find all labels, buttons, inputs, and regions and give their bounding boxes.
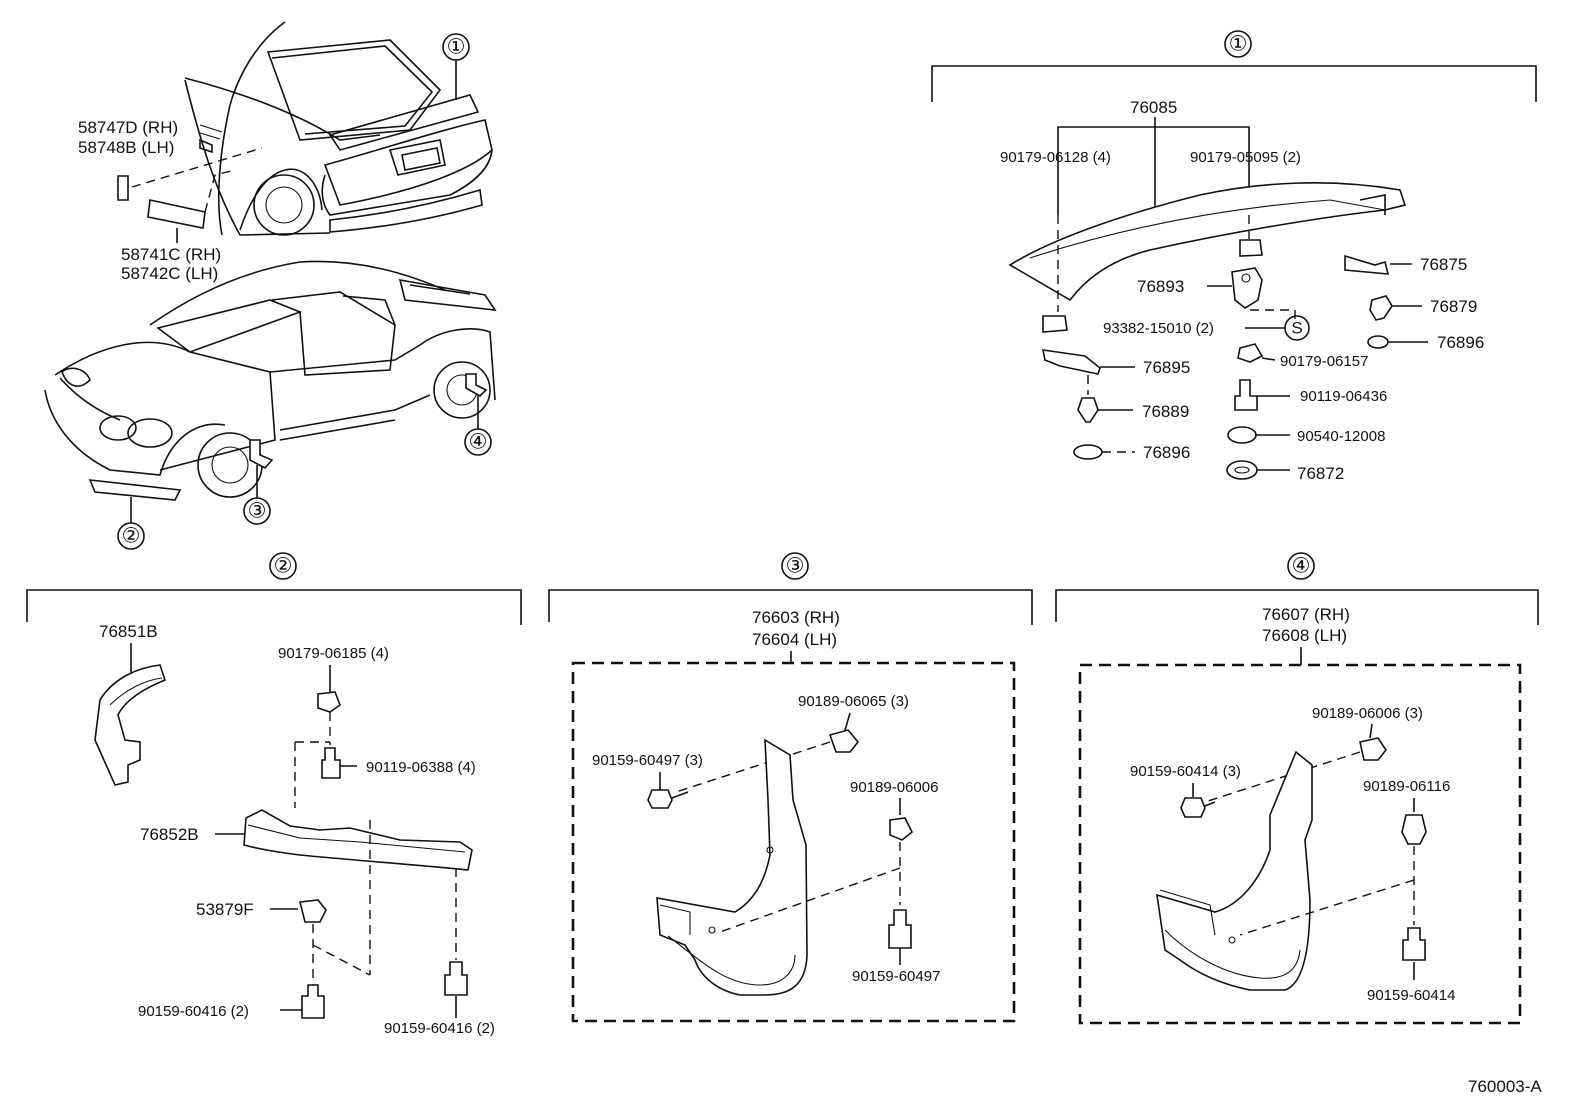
part-76896-washer-a — [1367, 335, 1389, 349]
label-58741c: 58741C (RH) — [121, 245, 221, 264]
part-90159-60416-b — [444, 961, 468, 996]
callout-2-overview: ② — [117, 497, 145, 550]
section-2-header: ② — [26, 552, 522, 625]
label-76085: 76085 — [1130, 98, 1177, 117]
label-53879f: 53879F — [196, 900, 254, 919]
label-90159-60414-a: 90159-60414 (3) — [1130, 763, 1241, 780]
label-76851b: 76851B — [99, 622, 158, 641]
svg-text:②: ② — [122, 525, 141, 548]
part-76872 — [1226, 460, 1258, 480]
spoiler-body-part — [1008, 182, 1407, 302]
part-90179-06157 — [1237, 343, 1264, 363]
callout-1-overview: ① — [442, 33, 470, 100]
label-90189-06116: 90189-06116 — [1363, 778, 1450, 795]
part-90159-60414-a — [1180, 797, 1206, 818]
label-76604: 76604 (LH) — [752, 630, 837, 649]
label-76852b: 76852B — [140, 825, 199, 844]
reflector-part — [147, 199, 206, 229]
label-76608: 76608 (LH) — [1262, 626, 1347, 645]
part-90189-06006-b — [1359, 737, 1387, 761]
section-3-header: ③ — [548, 552, 1033, 625]
label-93382-15010: 93382-15010 (2) — [1103, 320, 1214, 337]
part-76893 — [1231, 267, 1263, 309]
front-car-view — [44, 260, 497, 501]
label-90159-60497-a: 90159-60497 (3) — [592, 752, 703, 769]
svg-text:③: ③ — [786, 555, 805, 578]
label-76896-b: 76896 — [1143, 443, 1190, 462]
label-90159-60416-b: 90159-60416 (2) — [384, 1020, 495, 1037]
part-76879 — [1369, 295, 1393, 321]
part-76875 — [1344, 254, 1390, 275]
part-rear-mudguard — [1156, 750, 1313, 991]
svg-text:③: ③ — [248, 500, 267, 523]
svg-text:①: ① — [447, 36, 466, 59]
part-76852b — [243, 809, 473, 871]
box-front-mudguard — [571, 661, 1016, 1023]
label-76875: 76875 — [1420, 255, 1467, 274]
part-76851b — [94, 664, 166, 786]
svg-text:①: ① — [1229, 33, 1248, 56]
part-90189-06065 — [828, 729, 860, 753]
label-76889: 76889 — [1142, 402, 1189, 421]
part-90159-60497-a — [647, 789, 673, 809]
part-90159-60497-b — [888, 909, 912, 949]
diagram-code: 760003-A — [1468, 1077, 1542, 1096]
label-90159-60416-a: 90159-60416 (2) — [138, 1003, 249, 1020]
label-90179-05095: 90179-05095 (2) — [1190, 149, 1301, 166]
label-76893: 76893 — [1137, 277, 1184, 296]
section-4-header: ④ — [1055, 552, 1539, 625]
label-76607: 76607 (RH) — [1262, 605, 1350, 624]
label-90179-06185: 90179-06185 (4) — [278, 645, 389, 662]
svg-text:S: S — [1291, 319, 1302, 338]
rear-car-view — [184, 21, 493, 236]
svg-text:④: ④ — [469, 431, 488, 454]
label-90119-06388: 90119-06388 (4) — [366, 759, 476, 776]
label-76879: 76879 — [1430, 297, 1477, 316]
part-76889 — [1077, 397, 1099, 423]
label-90159-60414-b: 90159-60414 — [1367, 987, 1455, 1004]
label-58742c: 58742C (LH) — [121, 264, 218, 283]
label-58747d: 58747D (RH) — [78, 118, 178, 137]
label-76895: 76895 — [1143, 358, 1190, 377]
label-90540-12008: 90540-12008 — [1297, 428, 1385, 445]
box-rear-mudguard — [1078, 663, 1522, 1025]
part-53879f — [299, 899, 327, 923]
label-76872: 76872 — [1297, 464, 1344, 483]
label-90189-06006-b: 90189-06006 (3) — [1312, 705, 1423, 722]
part-90189-06006-a — [889, 817, 914, 841]
part-front-mudguard — [656, 738, 808, 996]
label-76603: 76603 (RH) — [752, 608, 840, 627]
label-58748b: 58748B (LH) — [78, 138, 174, 157]
section-1-header: ① — [931, 30, 1537, 102]
part-90159-60416-a — [301, 984, 325, 1019]
callout-4-overview: ④ — [464, 395, 492, 456]
part-90540-12008 — [1227, 426, 1257, 444]
part-90119-06436 — [1234, 379, 1258, 411]
svg-text:②: ② — [274, 555, 293, 578]
part-90189-06116 — [1401, 814, 1427, 845]
label-90189-06065: 90189-06065 (3) — [798, 693, 909, 710]
part-90159-60414-b — [1402, 927, 1426, 961]
part-90119-06388 — [321, 747, 341, 779]
side-marker-part — [117, 175, 129, 201]
part-90179-06185 — [317, 691, 341, 713]
label-76896-a: 76896 — [1437, 333, 1484, 352]
part-76895 — [1041, 349, 1101, 375]
label-90189-06006-a: 90189-06006 — [850, 779, 938, 796]
label-90179-06128: 90179-06128 (4) — [1000, 149, 1111, 166]
label-90179-06157: 90179-06157 — [1280, 353, 1368, 370]
callout-3-overview: ③ — [243, 465, 271, 525]
part-76896-washer-b — [1073, 444, 1103, 460]
svg-text:④: ④ — [1292, 555, 1311, 578]
label-90159-60497-b: 90159-60497 — [852, 968, 940, 985]
label-90119-06436: 90119-06436 — [1300, 388, 1387, 405]
